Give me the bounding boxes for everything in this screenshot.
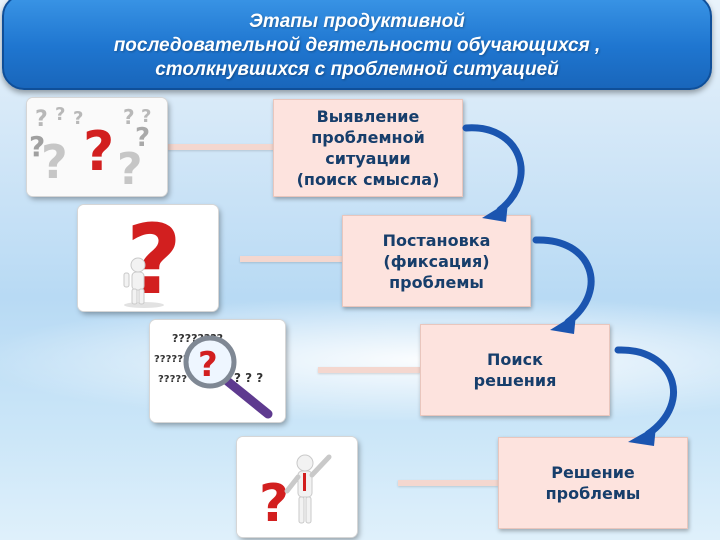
figure-with-question-mark-icon: ? [78, 205, 218, 311]
svg-text:?: ? [198, 345, 218, 385]
svg-text:?: ? [135, 123, 150, 153]
svg-text:?: ? [141, 106, 151, 127]
magnifier-marks-right: ? ? ? [234, 371, 263, 385]
curved-arrow-2 [532, 236, 595, 334]
connector-1 [168, 144, 274, 150]
curved-arrow-3 [614, 346, 677, 446]
stage-box-3: Поиск решения [420, 324, 610, 416]
svg-text:?: ? [117, 144, 143, 195]
connector-2 [240, 256, 342, 262]
svg-text:?: ? [259, 474, 289, 534]
magnifier-marks-low: ????? [158, 374, 187, 385]
connector-3 [318, 367, 420, 373]
stage-box-2: Постановка (фиксация) проблемы [342, 215, 531, 307]
connector-4 [398, 480, 498, 486]
svg-text:?: ? [55, 104, 65, 125]
title-line-1: Этапы продуктивной [249, 11, 465, 32]
svg-text:?: ? [123, 105, 135, 129]
question-marks-group-icon: ? ? ? ? ? ? ? ? ? ? [27, 98, 167, 196]
figure-celebrating-icon: ? [237, 437, 357, 537]
title-banner: Этапы продуктивной последовательной деят… [2, 0, 712, 90]
svg-text:?: ? [29, 130, 45, 163]
title-line-2: последовательной деятельности обучающихс… [113, 35, 601, 56]
svg-text:?: ? [35, 107, 48, 132]
svg-text:?: ? [83, 120, 114, 183]
magnifier-question-icon: ???????? ??????? ????? ? ? ? ? [150, 320, 285, 422]
title-line-3: столкнувшихся с проблемной ситуацией [155, 59, 559, 80]
stage-box-4: Решение проблемы [498, 437, 688, 529]
svg-text:?: ? [73, 108, 83, 129]
stage-box-1: Выявление проблемной ситуации (поиск смы… [273, 99, 463, 197]
curved-arrow-1 [462, 124, 525, 222]
magnifier-marks-mid: ??????? [154, 354, 195, 365]
svg-text:?: ? [41, 135, 68, 189]
